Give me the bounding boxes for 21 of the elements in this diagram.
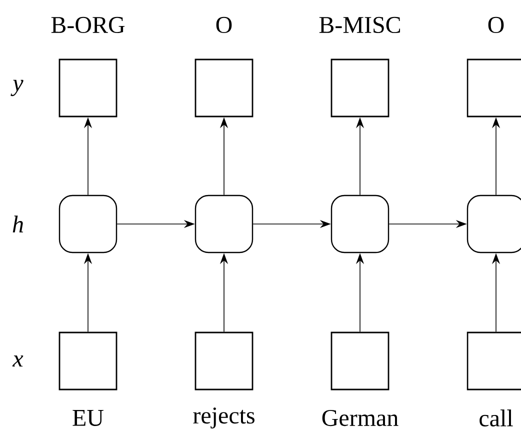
tag-label: EU [72, 410, 104, 426]
row-label: h [12, 216, 23, 232]
tag-label: B-MISC [319, 16, 400, 34]
row-label: y [10, 80, 24, 96]
row-label: x [12, 356, 24, 366]
square-box [194, 58, 254, 118]
tag-label: rejects [193, 408, 254, 428]
square-box [58, 58, 118, 118]
tag-label: call [480, 410, 513, 426]
tag-label: B-ORG [51, 16, 125, 34]
square-box [330, 58, 390, 118]
square-box [194, 332, 254, 390]
tag-label: German [322, 410, 398, 426]
rounded-box [58, 194, 118, 254]
square-box [58, 332, 118, 390]
tag-label: O [216, 16, 232, 34]
tag-label: O [488, 16, 504, 34]
rounded-box [194, 194, 254, 254]
square-box [330, 332, 390, 390]
rounded-box [466, 194, 521, 254]
rounded-box [330, 194, 390, 254]
